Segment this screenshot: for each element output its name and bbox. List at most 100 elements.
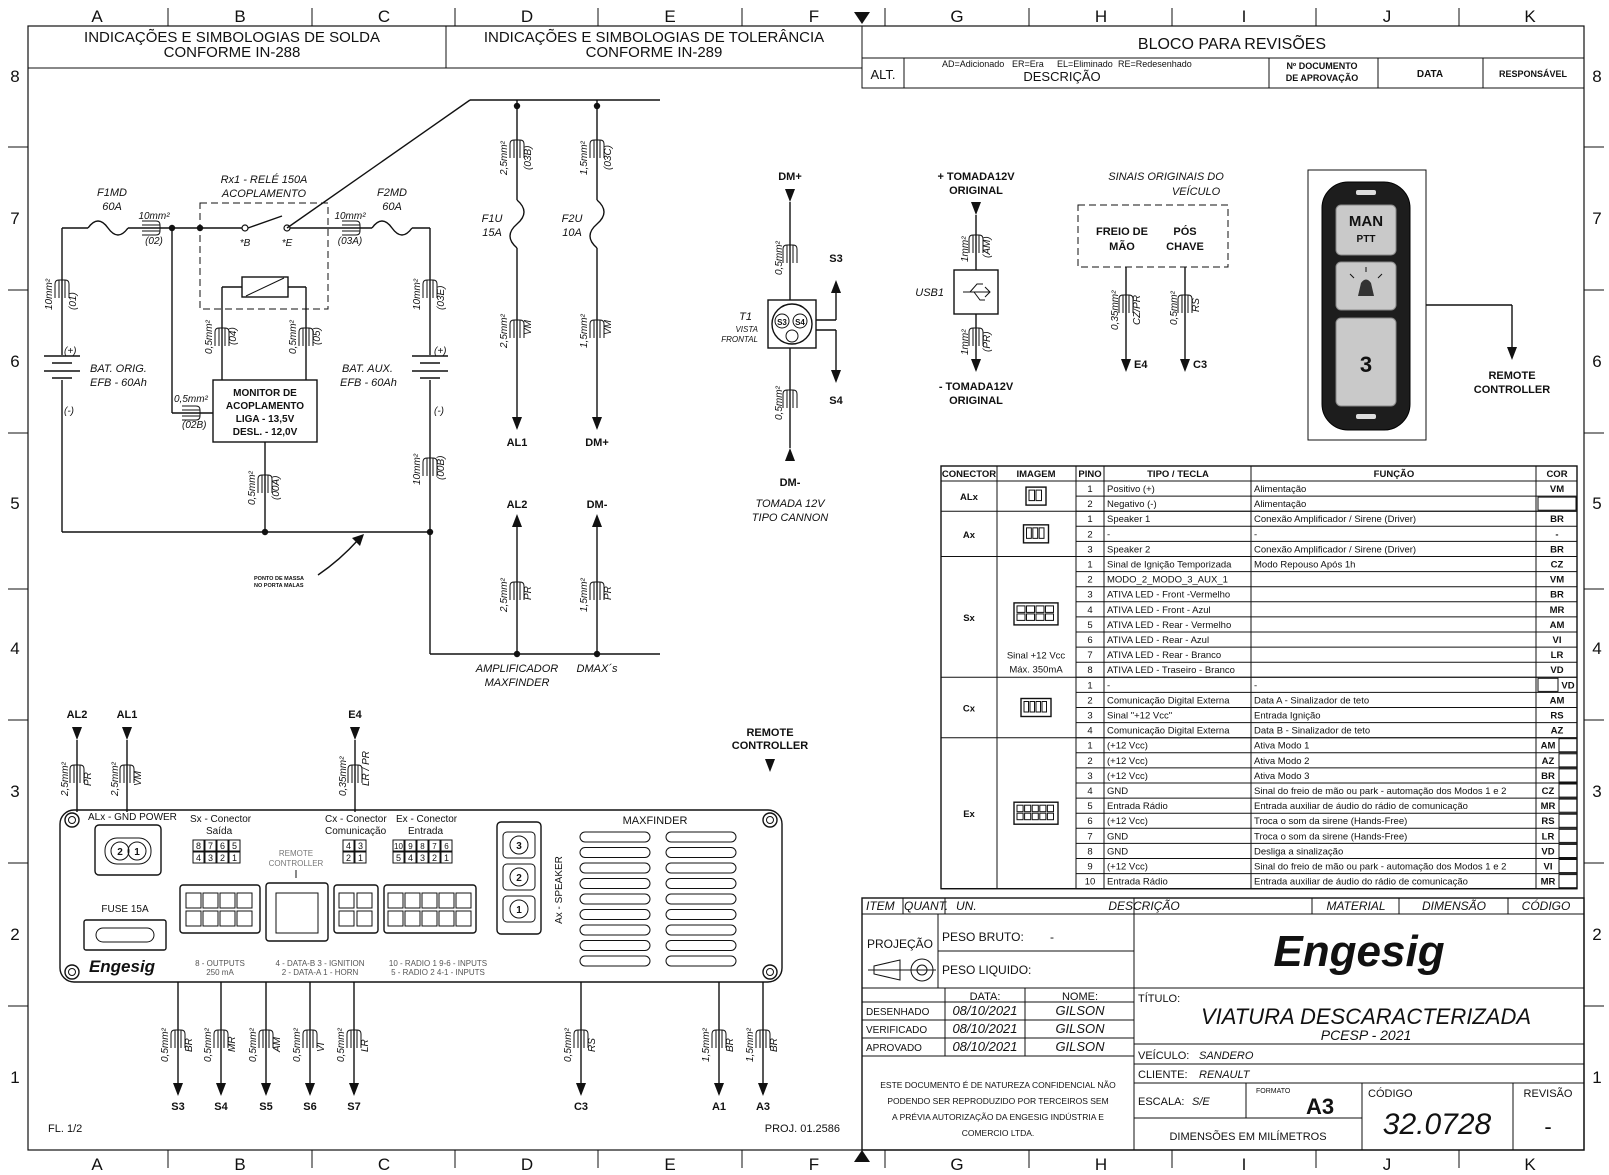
top-wire-color: VM: [133, 770, 144, 786]
rev-doc-2: DE APROVAÇÃO: [1286, 73, 1359, 83]
tb-revisao: -: [1544, 1114, 1551, 1139]
ex-pin: 1: [444, 853, 449, 863]
table-row-cor2: PR: [1561, 786, 1574, 797]
tb-peso-bruto: PESO BRUTO:: [942, 930, 1024, 944]
outputs-label-2: 250 mA: [206, 968, 234, 977]
table-connector-name: ALx: [960, 492, 979, 503]
wire-dmplus-color: VM: [603, 319, 614, 335]
fuse-f1md-rating: 60A: [102, 201, 122, 213]
sx-pin: 2: [220, 853, 225, 863]
table-row-funcao: Entrada auxiliar de áudio do rádio de co…: [1254, 877, 1468, 888]
terminal-al1: AL1: [507, 437, 528, 449]
usb-wire-2-gauge: 1mm²: [960, 329, 971, 355]
table-row-cor: VI: [1553, 635, 1562, 646]
col-ref-top: D: [521, 7, 533, 26]
ax-pin: 2: [516, 873, 522, 884]
row-ref-left: 8: [10, 67, 19, 86]
table-row-pin: 10: [1085, 877, 1096, 888]
bottom-wire-color: VI: [316, 1042, 327, 1052]
table-row-cor: PR: [1541, 680, 1554, 691]
table-row-funcao: -: [1254, 529, 1257, 540]
table-row-tipo: (+12 Vcc): [1107, 816, 1148, 827]
t1-frontal: FRONTAL: [721, 335, 758, 344]
table-row-pin: 3: [1087, 590, 1092, 601]
top-wire-label: AL2: [67, 709, 88, 721]
t1-label: T1: [739, 311, 752, 323]
sx-pin: 5: [232, 841, 237, 851]
bat-aux-label: BAT. AUX.: [342, 363, 393, 375]
remote-label: REMOTE: [1488, 370, 1535, 382]
cx-pin: 4: [346, 841, 351, 851]
table-header: CONECTOR: [942, 469, 996, 480]
ex-pin: 10: [394, 842, 403, 851]
drawing-frame: [27, 25, 1585, 1151]
bottom-wire-gauge: 0,5mm²: [160, 1027, 171, 1062]
bottom-wire-color: BR: [184, 1038, 195, 1052]
table-row-pin: 4: [1087, 786, 1092, 797]
c3-wire-color: RS: [1191, 298, 1202, 312]
wire-03b-code: (03B): [523, 146, 534, 170]
table-connector-name: Ex: [963, 809, 975, 820]
table-row-funcao: Entrada auxiliar de áudio do rádio de co…: [1254, 801, 1468, 812]
rev-data: DATA: [1417, 69, 1443, 80]
tb-quant: QUANT.: [904, 899, 948, 913]
table-row-tipo: Entrada Rádio: [1107, 877, 1168, 888]
table-row-tipo: Speaker 1: [1107, 514, 1150, 525]
table-row-tipo: Negativo (-): [1107, 499, 1157, 510]
wire-01-gauge: 10mm²: [44, 278, 55, 310]
table-row-funcao: -: [1254, 680, 1257, 691]
table-row-cor: VI: [1544, 862, 1553, 873]
tb-confidential-1: ESTE DOCUMENTO É DE NATUREZA CONFIDENCIA…: [880, 1080, 1116, 1090]
header-strip: INDICAÇÕES E SIMBOLOGIAS DE SOLDACONFORM…: [28, 26, 863, 69]
wire-00a-code: (00A): [271, 476, 282, 500]
cx-connector-label: Cx - Conector: [325, 814, 387, 825]
bottom-wire-color: BR: [725, 1038, 736, 1052]
usb-top-orig: ORIGINAL: [949, 185, 1003, 197]
tb-titulo-label: TÍTULO:: [1138, 992, 1180, 1005]
tb-confidential-2: PODENDO SER REPRODUZIDO POR TERCEIROS SE…: [887, 1096, 1108, 1106]
relay-function: ACOPLAMENTO: [221, 188, 307, 200]
table-row-cor2: PR: [1561, 831, 1574, 842]
table-row-pin: 8: [1087, 846, 1092, 857]
table-row-pin: 2: [1087, 499, 1092, 510]
tomada-type: TIPO CANNON: [752, 512, 828, 524]
wire-05-code: (05): [312, 327, 323, 345]
wire-05-gauge: 0,5mm²: [288, 319, 299, 354]
col-ref-bottom: E: [664, 1155, 675, 1174]
table-row-cor: -: [1555, 529, 1558, 540]
col-ref-bottom: C: [378, 1155, 390, 1174]
tb-cliente-label: CLIENTE:: [1138, 1069, 1188, 1081]
bottom-wire-gauge: 0,5mm²: [292, 1027, 303, 1062]
cx-pin: 2: [346, 853, 351, 863]
bottom-wire-color: LR: [360, 1039, 371, 1052]
tb-date: 08/10/2021: [952, 1003, 1017, 1018]
ground-point-1: PONTO DE MASSA: [254, 576, 304, 582]
maxfinder-logo: Engesig: [89, 957, 156, 976]
table-row-pin: 2: [1087, 529, 1092, 540]
sinais-label-2: VEÍCULO: [1172, 185, 1221, 198]
table-row-cor2: PR: [1561, 877, 1574, 888]
col-ref-top: A: [91, 7, 103, 26]
tb-codigo-label: CÓDIGO: [1368, 1087, 1413, 1100]
row-ref-right: 7: [1592, 209, 1601, 228]
t1-vista: VISTA: [735, 325, 758, 334]
bottom-wire-label: S5: [259, 1101, 272, 1113]
bottom-wire-label: A3: [756, 1101, 770, 1113]
t1-wire-2-gauge: 0,5mm²: [774, 385, 785, 420]
wire-03c-gauge: 1,5mm²: [579, 140, 590, 175]
bottom-wire-gauge: 1,5mm²: [701, 1027, 712, 1062]
usb-bottom-label: - TOMADA12V: [939, 381, 1014, 393]
row-ref-right: 1: [1592, 1068, 1601, 1087]
sx-pin: 8: [196, 841, 201, 851]
maxfinder-alx-label: ALx - GND POWER: [88, 812, 177, 823]
ex-pin: 6: [444, 842, 449, 851]
cx-connector-sub: Comunicação: [325, 826, 387, 837]
table-connector-note-2: Máx. 350mA: [1009, 664, 1063, 675]
t1-s4-out: S4: [829, 395, 843, 407]
sx-pin: 1: [232, 853, 237, 863]
bottom-wire-color: AM: [272, 1036, 283, 1053]
table-row-cor: AM: [1550, 620, 1565, 631]
